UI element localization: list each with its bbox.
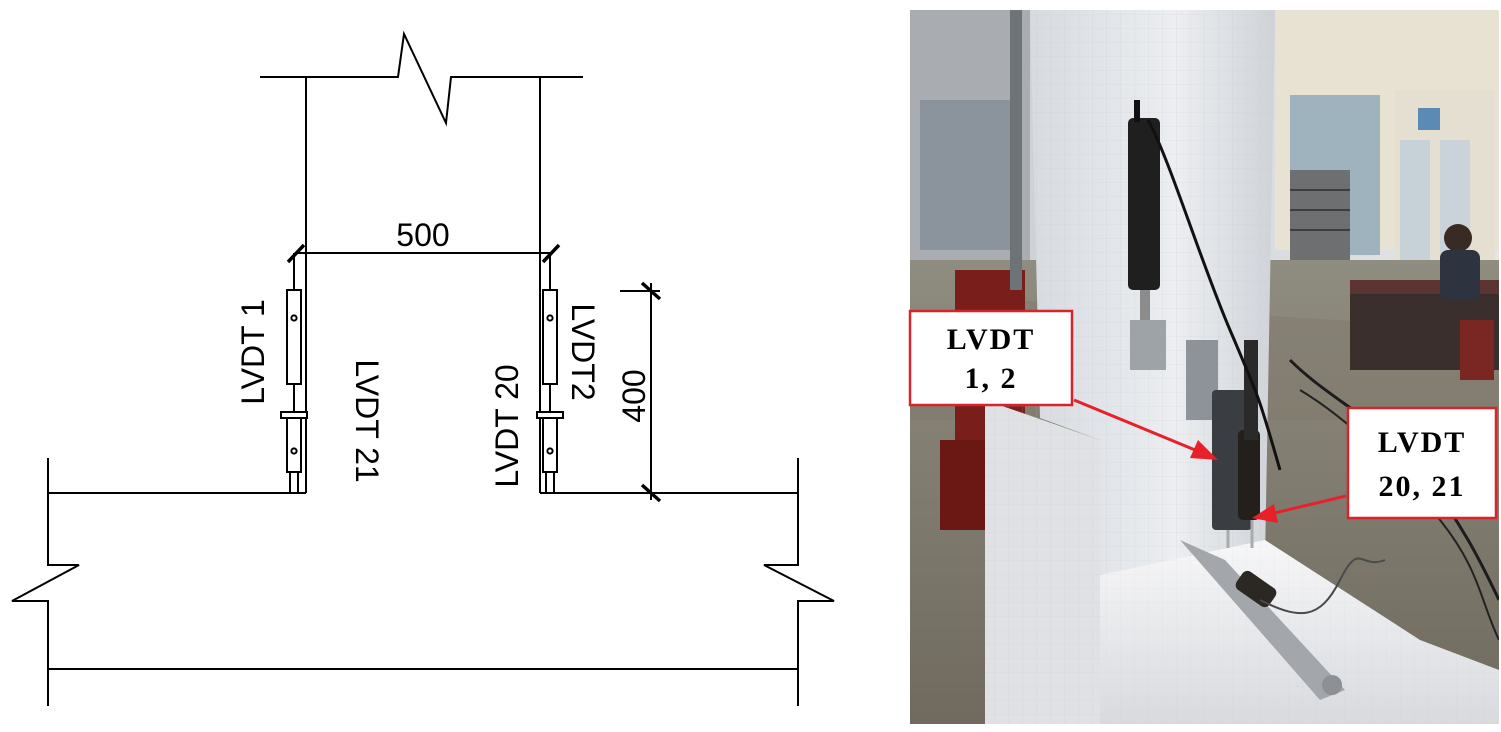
callout-left-frame: [908, 309, 1074, 407]
callout-lvdt-20-21: LVDT 20, 21: [1346, 406, 1498, 520]
callout-left-line2: 1, 2: [965, 362, 1018, 395]
arrow-left-head: [1190, 440, 1218, 460]
top-break-line: [260, 30, 583, 127]
lvdt-device-upper: [1128, 100, 1166, 370]
label-lvdt-21: LVDT 21: [349, 359, 385, 482]
callout-left-line1: LVDT: [947, 323, 1036, 356]
dim-400-tick-top: [640, 281, 662, 301]
person-head: [1444, 224, 1472, 252]
room-sign: [1418, 108, 1440, 130]
lvdt-left-assembly: [280, 253, 308, 494]
lvdt-bracket-beam: [1180, 540, 1345, 700]
lvdt-right-assembly: [536, 253, 564, 494]
callout-right-frame: [1346, 406, 1498, 520]
dim-500-tick-left: [286, 243, 306, 264]
label-lvdt-20: LVDT 20: [489, 364, 525, 487]
callout-right-line2: 20, 21: [1379, 470, 1466, 503]
right-break-line: [763, 458, 835, 706]
label-lvdt-2: LVDT2: [565, 303, 601, 400]
lvdt-device-lower: [1186, 340, 1260, 548]
arrows: [1073, 398, 1347, 523]
dim-400-tick-bottom: [640, 483, 662, 503]
callout-lvdt-1-2: LVDT 1, 2: [908, 309, 1074, 407]
dimension-500-label: 500: [396, 217, 449, 253]
label-lvdt-1: LVDT 1: [235, 299, 271, 405]
dimension-400-label: 400: [616, 369, 652, 422]
arrow-left-shaft: [1073, 398, 1201, 454]
arrow-right-head: [1252, 504, 1278, 523]
left-break-line: [11, 458, 80, 706]
schematic-drawing: [11, 30, 835, 706]
callout-right-line1: LVDT: [1378, 426, 1467, 459]
arrow-right-shaft: [1269, 494, 1347, 516]
